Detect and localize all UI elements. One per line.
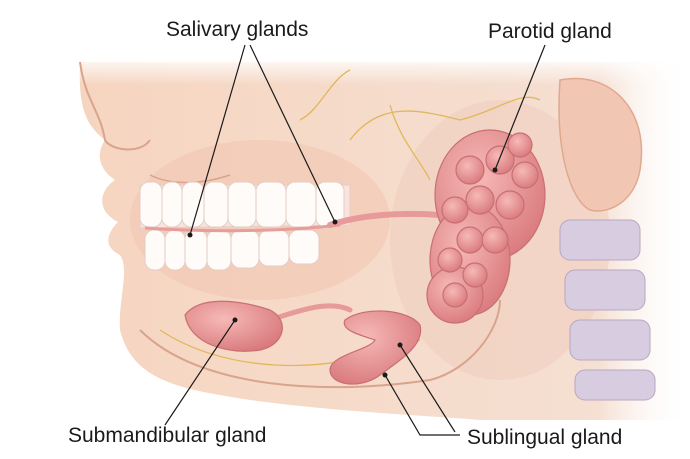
- cervical-spine: [559, 219, 656, 401]
- parotid-gland-shape: [426, 129, 546, 324]
- sublingual-gland-label: Sublingual gland: [467, 426, 623, 449]
- parotid-duct: [327, 210, 443, 228]
- teeth: [139, 181, 351, 271]
- salivary-glands-label: Salivary glands: [166, 18, 309, 41]
- parotid-gland-label: Parotid gland: [488, 20, 612, 43]
- leader-lines: [164, 44, 546, 436]
- submandibular-gland-shape: [184, 300, 283, 352]
- ear: [558, 77, 643, 212]
- submandibular-gland-label: Submandibular gland: [68, 424, 267, 447]
- sublingual-gland-shape: [329, 310, 422, 385]
